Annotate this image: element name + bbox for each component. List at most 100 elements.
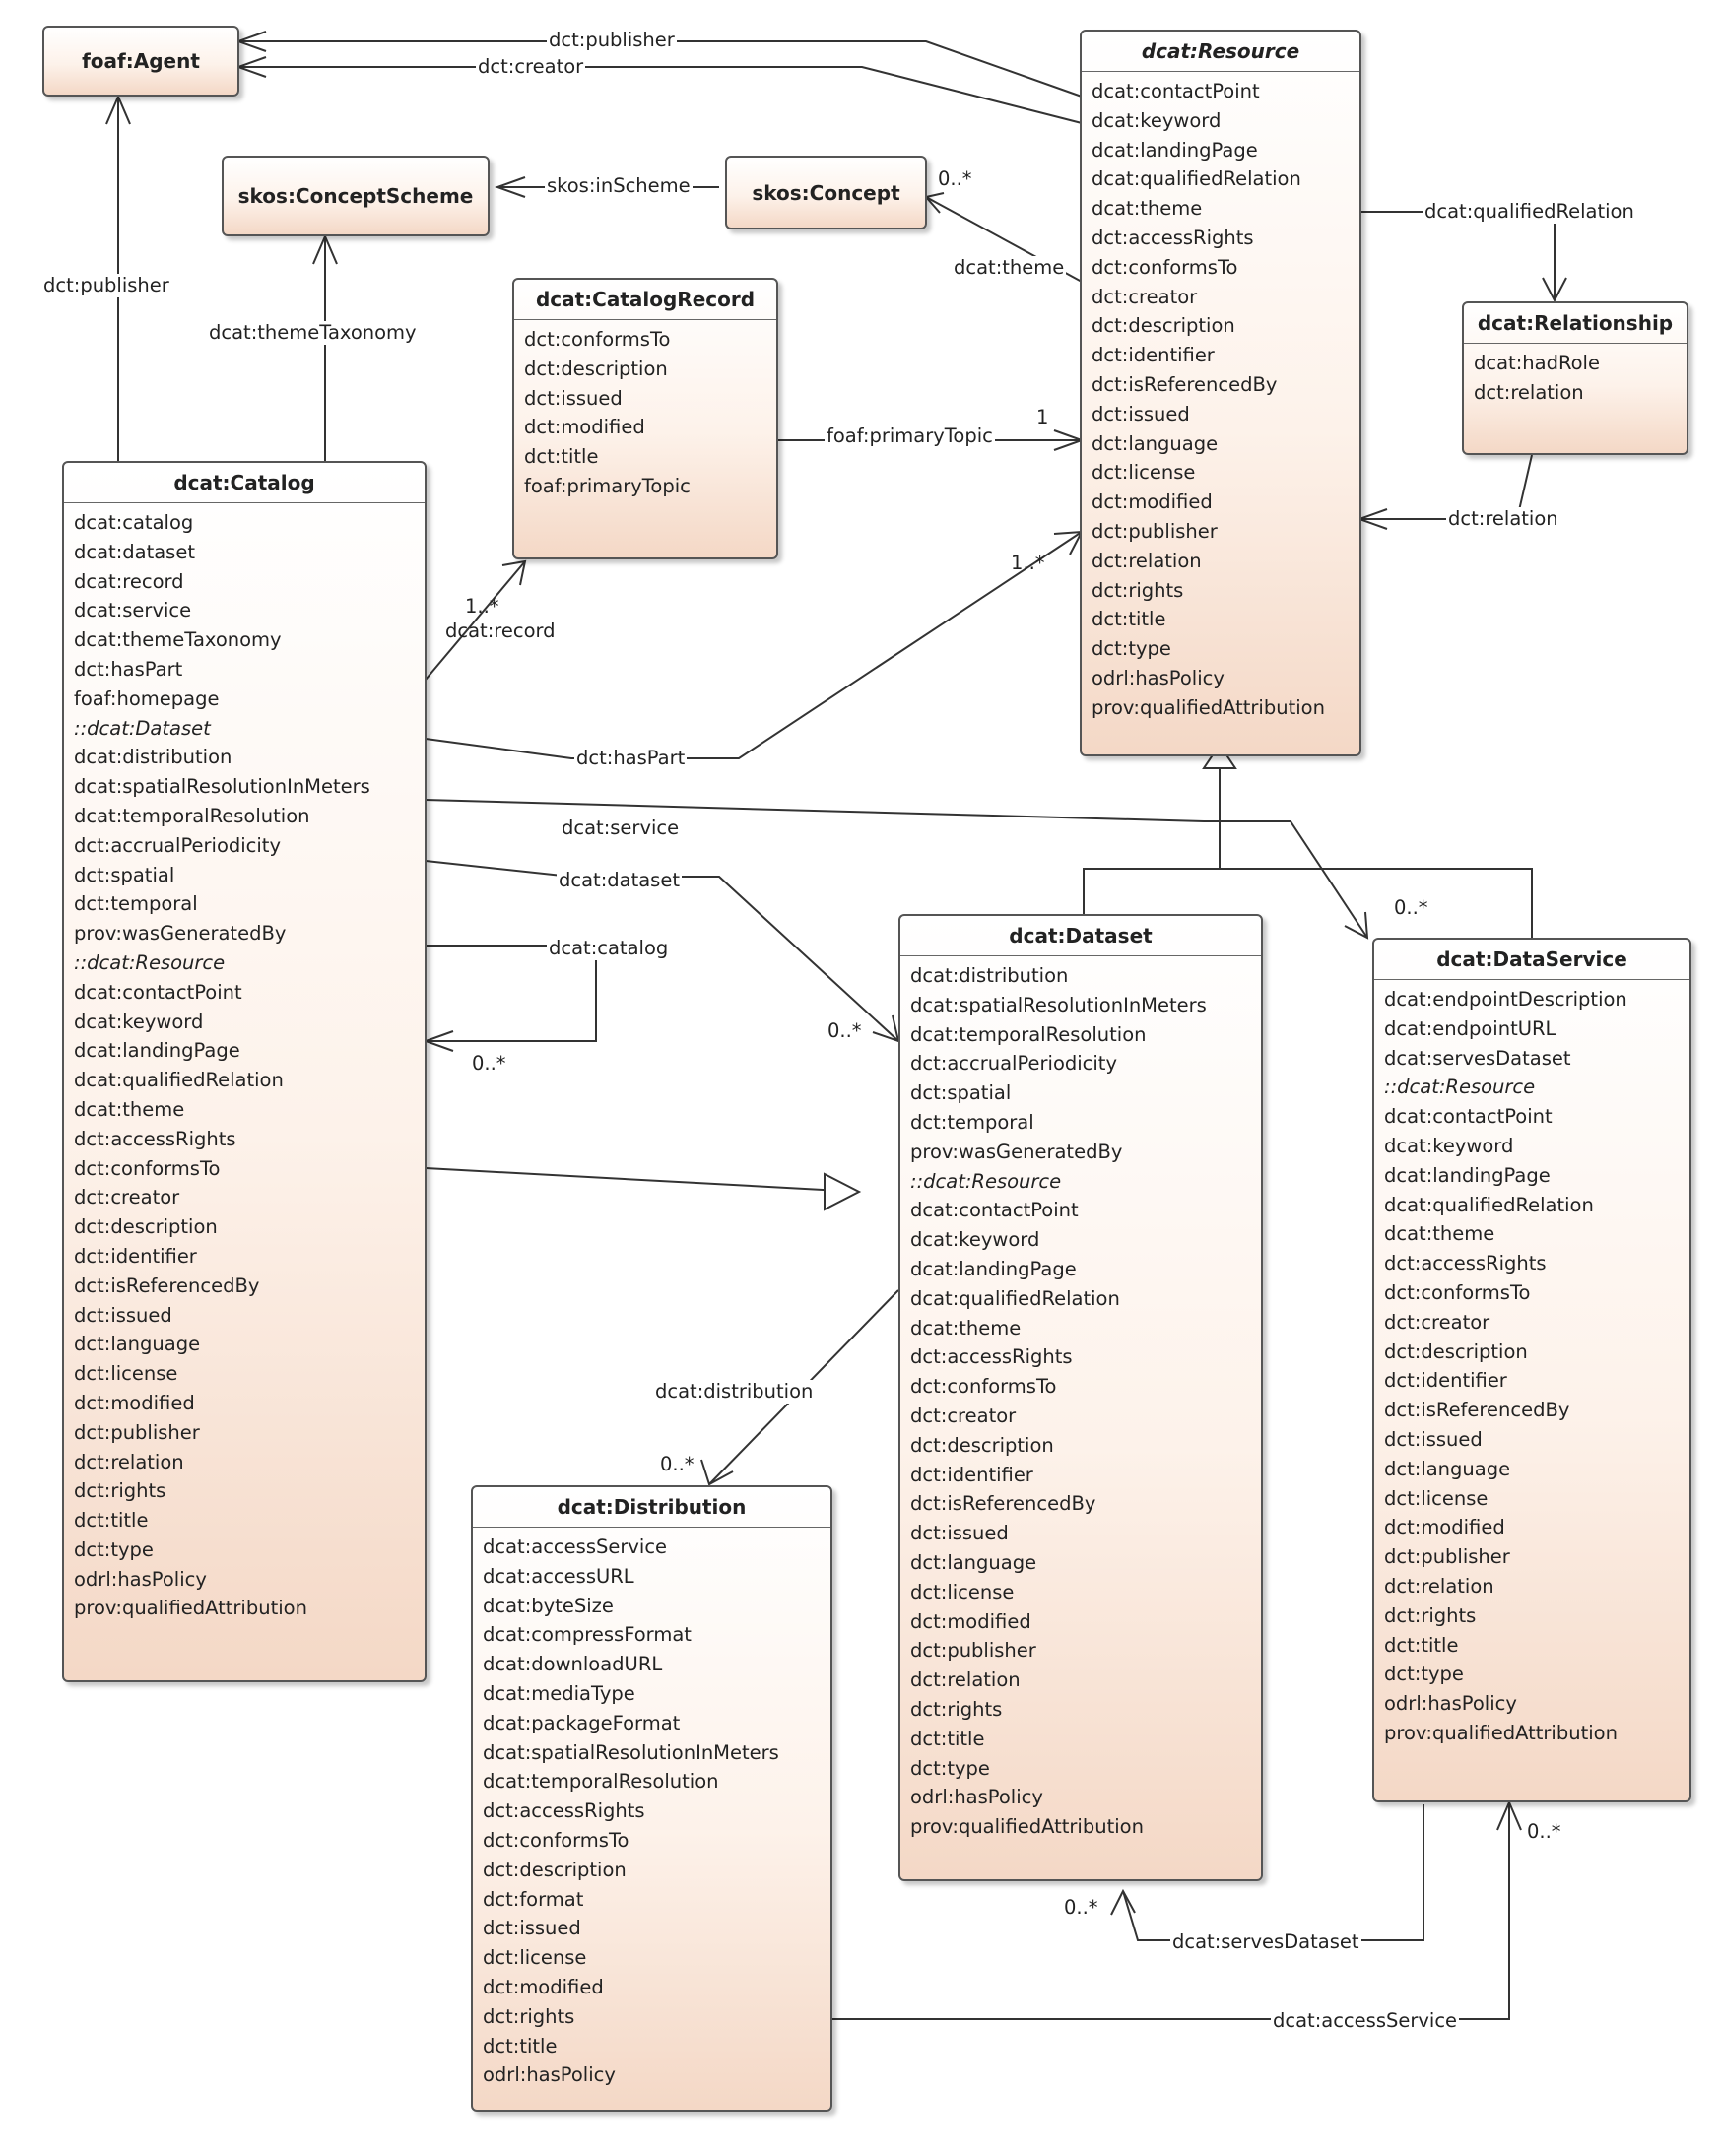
class-attribute: dct:rights bbox=[483, 2004, 575, 2028]
class-attribute: dct:modified bbox=[483, 1975, 604, 1998]
class-attribute: dct:publisher bbox=[1092, 519, 1218, 543]
class-attribute: dct:conformsTo bbox=[524, 328, 671, 351]
class-attribute: dct:type bbox=[1092, 637, 1171, 661]
class-attribute: dcat:qualifiedRelation bbox=[74, 1069, 284, 1092]
class-attribute: dct:accessRights bbox=[1092, 226, 1254, 249]
class-attribute: dct:title bbox=[1092, 608, 1166, 631]
class-attribute: dct:conformsTo bbox=[483, 1828, 629, 1852]
class-dcat-distribution: dcat:Distribution dcat:accessService dcat… bbox=[471, 1485, 832, 2112]
multiplicity-serves-dataset: 0..* bbox=[1064, 1896, 1098, 1919]
class-attribute: dct:publisher bbox=[1384, 1545, 1510, 1569]
class-attribute: dct:identifier bbox=[1384, 1369, 1507, 1393]
class-skos-concept-scheme: skos:ConceptScheme bbox=[222, 156, 490, 236]
class-attribute: dcat:contactPoint bbox=[74, 980, 242, 1004]
class-attribute: dct:issued bbox=[910, 1522, 1009, 1545]
class-attribute: dct:type bbox=[1384, 1663, 1464, 1686]
class-attribute: dcat:temporalResolution bbox=[74, 804, 310, 827]
class-attribute: dct:format bbox=[483, 1887, 584, 1911]
edge-label-catalog-publisher: dct:publisher bbox=[41, 274, 171, 297]
class-attribute: dcat:keyword bbox=[74, 1010, 204, 1033]
class-attribute: dcat:distribution bbox=[910, 964, 1069, 987]
class-attribute: dcat:landingPage bbox=[910, 1257, 1077, 1280]
edge-generalization-branches bbox=[1083, 868, 1533, 938]
class-dcat-data-service: dcat:DataService dcat:endpointDescriptio… bbox=[1372, 938, 1691, 1802]
class-attribute: dct:conformsTo bbox=[1092, 255, 1238, 279]
class-attribute: dct:license bbox=[910, 1580, 1015, 1603]
class-attribute: dct:type bbox=[910, 1756, 990, 1780]
class-attribute: dcat:qualifiedRelation bbox=[1384, 1193, 1594, 1216]
class-attribute: foaf:primaryTopic bbox=[524, 474, 691, 497]
inherited-section-header: ::dcat:Resource bbox=[74, 950, 226, 974]
class-attribute: dct:issued bbox=[1092, 402, 1190, 425]
class-attribute: dct:relation bbox=[910, 1668, 1021, 1692]
multiplicity-concept: 0..* bbox=[938, 167, 972, 190]
class-attribute: dcat:qualifiedRelation bbox=[1092, 167, 1301, 191]
class-attribute: dct:description bbox=[74, 1215, 218, 1239]
multiplicity-primary-topic: 1 bbox=[1036, 406, 1049, 428]
class-attribute: dct:title bbox=[1384, 1633, 1459, 1657]
class-attribute: dct:modified bbox=[524, 416, 645, 439]
edge-label-qualified-relation: dcat:qualifiedRelation bbox=[1423, 200, 1636, 224]
class-attribute: dcat:accessService bbox=[483, 1535, 668, 1558]
class-attribute: odrl:hasPolicy bbox=[1092, 666, 1225, 689]
class-attribute: dct:accrualPeriodicity bbox=[910, 1052, 1117, 1076]
class-attribute: odrl:hasPolicy bbox=[483, 2063, 616, 2087]
multiplicity-has-part: 1..* bbox=[1011, 552, 1045, 574]
class-attribute: dct:rights bbox=[74, 1479, 166, 1503]
class-attribute: dct:modified bbox=[910, 1609, 1031, 1633]
class-attribute: dct:license bbox=[483, 1946, 587, 1970]
class-attribute: dcat:temporalResolution bbox=[910, 1022, 1147, 1046]
class-attribute: dct:conformsTo bbox=[74, 1156, 221, 1180]
class-attribute: dcat:landingPage bbox=[74, 1039, 240, 1063]
class-attribute: dct:issued bbox=[483, 1917, 581, 1940]
class-attribute: dct:creator bbox=[910, 1404, 1017, 1427]
inherited-section-header: ::dcat:Resource bbox=[1384, 1076, 1536, 1099]
class-attribute: dcat:landingPage bbox=[1384, 1163, 1551, 1187]
edge-label-access-service: dcat:accessService bbox=[1271, 2009, 1460, 2033]
edge-label-theme-taxonomy: dcat:themeTaxonomy bbox=[207, 321, 419, 345]
class-title: dcat:DataService bbox=[1374, 940, 1689, 980]
class-attribute: dct:title bbox=[524, 445, 599, 469]
class-attribute: dct:identifier bbox=[74, 1244, 197, 1268]
class-attribute: dcat:catalog bbox=[74, 511, 194, 534]
class-attribute: prov:qualifiedAttribution bbox=[74, 1597, 307, 1620]
class-attribute: dct:identifier bbox=[910, 1463, 1033, 1486]
class-attribute: dct:accessRights bbox=[483, 1799, 645, 1823]
class-attribute: dct:type bbox=[74, 1537, 154, 1561]
class-title: skos:ConceptScheme bbox=[237, 184, 474, 208]
class-attribute: dct:language bbox=[910, 1550, 1037, 1574]
class-attribute: dct:relation bbox=[1384, 1574, 1494, 1598]
class-attribute: dct:description bbox=[1384, 1339, 1528, 1363]
multiplicity-distribution: 0..* bbox=[660, 1453, 695, 1475]
class-title: dcat:Catalog bbox=[64, 463, 425, 503]
class-attribute: foaf:homepage bbox=[74, 686, 220, 710]
class-attribute: dcat:contactPoint bbox=[1384, 1105, 1553, 1129]
edge-label-catalog: dcat:catalog bbox=[547, 937, 671, 960]
class-attribute: dcat:spatialResolutionInMeters bbox=[483, 1740, 779, 1764]
class-attribute: prov:wasGeneratedBy bbox=[74, 922, 287, 946]
class-attribute: dcat:theme bbox=[1384, 1222, 1495, 1246]
class-attribute: dct:license bbox=[1384, 1486, 1489, 1510]
class-attribute: dcat:keyword bbox=[910, 1228, 1040, 1252]
class-skos-concept: skos:Concept bbox=[725, 156, 927, 229]
class-attribute: dct:temporal bbox=[74, 892, 198, 916]
class-title: dcat:Distribution bbox=[473, 1487, 830, 1528]
class-attribute: dct:issued bbox=[74, 1303, 172, 1327]
inherited-section-header: ::dcat:Resource bbox=[910, 1169, 1062, 1193]
class-attribute: dct:license bbox=[1092, 461, 1196, 485]
edge-label-primary-topic: foaf:primaryTopic bbox=[825, 425, 995, 448]
class-attribute: dct:rights bbox=[1384, 1603, 1477, 1627]
edge-catalog-self bbox=[426, 945, 597, 1042]
class-attribute: dct:relation bbox=[74, 1450, 184, 1473]
class-foaf-agent: foaf:Agent bbox=[42, 26, 239, 97]
multiplicity-service: 0..* bbox=[1394, 896, 1428, 919]
class-title: dcat:Dataset bbox=[900, 916, 1261, 956]
multiplicity-catalog: 0..* bbox=[472, 1052, 506, 1075]
edge-resource-publisher bbox=[238, 40, 1083, 98]
multiplicity-access-service: 0..* bbox=[1527, 1820, 1561, 1843]
class-attribute: dct:rights bbox=[1092, 578, 1184, 602]
